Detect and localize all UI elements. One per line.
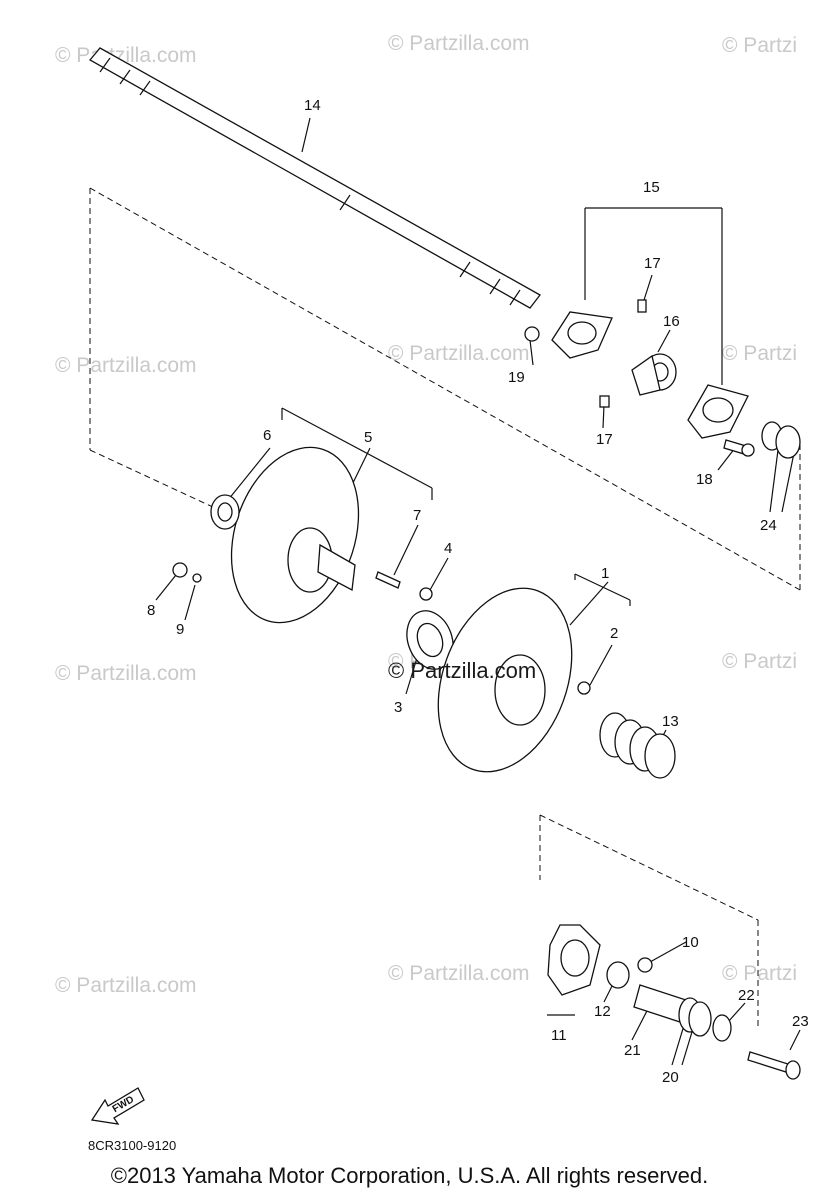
bolt-part-23 xyxy=(747,1051,801,1080)
spring-part-13 xyxy=(599,712,676,779)
watermark: © Partzilla.com xyxy=(55,662,197,685)
callout-7: 7 xyxy=(413,507,421,524)
callout-5: 5 xyxy=(364,429,372,446)
leader-lines xyxy=(155,117,801,1066)
callout-19: 19 xyxy=(508,369,525,386)
movable-sheave-part-1 xyxy=(437,587,573,773)
bushing-part-20 xyxy=(678,997,712,1037)
watermark: © Partzi xyxy=(722,962,797,985)
collar-part-21 xyxy=(633,984,687,1023)
figure-code: 8CR3100-9120 xyxy=(88,1138,176,1153)
callout-23: 23 xyxy=(792,1013,809,1030)
callout-13: 13 xyxy=(662,713,679,730)
callout-18: 18 xyxy=(696,471,713,488)
callout-14: 14 xyxy=(304,97,321,114)
bushing-part-6 xyxy=(210,494,240,530)
cam-part-11 xyxy=(547,924,601,996)
watermark: © Partzilla.com xyxy=(388,32,530,55)
watermark: © Partzi xyxy=(722,650,797,673)
watermark: © Partzilla.com xyxy=(55,44,197,67)
washer-part-9 xyxy=(192,573,202,583)
bearing-housing-part-15 xyxy=(551,311,749,439)
callout-20: 20 xyxy=(662,1069,679,1086)
bearing-part-16 xyxy=(631,353,677,396)
watermark: © Partzilla.com xyxy=(388,962,530,985)
copyright-notice: ©2013 Yamaha Motor Corporation, U.S.A. A… xyxy=(110,1163,709,1188)
watermark: © Partzi xyxy=(722,342,797,365)
callout-17-top: 17 xyxy=(644,255,661,272)
nut-part-10 xyxy=(637,957,653,973)
gasket-part-3 xyxy=(406,610,454,670)
callout-2: 2 xyxy=(610,625,618,642)
callout-17-bottom: 17 xyxy=(596,431,613,448)
callout-3: 3 xyxy=(394,699,402,716)
bushing-part-12 xyxy=(606,961,630,989)
watermark: © Partzilla.com xyxy=(388,342,530,365)
callout-11: 11 xyxy=(551,1027,567,1044)
callout-12: 12 xyxy=(594,1003,611,1020)
callout-10: 10 xyxy=(682,934,699,951)
callout-4: 4 xyxy=(444,540,452,557)
callout-1: 1 xyxy=(601,565,609,582)
callout-15: 15 xyxy=(643,179,660,196)
shaft-part-14 xyxy=(89,47,541,309)
callout-labels: 14 15 17 16 19 17 18 24 6 5 7 4 8 9 1 2 … xyxy=(147,97,809,1086)
watermark: © Partzilla.com xyxy=(55,974,197,997)
nut-part-19 xyxy=(524,326,540,342)
collar-part-24 xyxy=(761,421,801,459)
screw-part-2 xyxy=(577,681,591,695)
bolt-part-18 xyxy=(723,439,755,457)
callout-9: 9 xyxy=(176,621,184,638)
callout-21: 21 xyxy=(624,1042,641,1059)
watermark-layer: © Partzilla.com © Partzilla.com © Partzi… xyxy=(55,32,797,997)
washer-part-22 xyxy=(712,1014,732,1042)
callout-8: 8 xyxy=(147,602,155,619)
callout-24: 24 xyxy=(760,517,777,534)
stud-part-7 xyxy=(375,571,401,589)
screw-part-8 xyxy=(172,562,188,578)
callout-6: 6 xyxy=(263,427,271,444)
callout-22: 22 xyxy=(738,987,755,1004)
callout-16: 16 xyxy=(663,313,680,330)
fixed-sheave-part-5 xyxy=(230,446,360,624)
watermark: © Partzi xyxy=(722,34,797,57)
assembly-outline xyxy=(89,187,801,1030)
fwd-arrow-icon: FWD xyxy=(90,1087,145,1125)
screw-part-4 xyxy=(419,587,433,601)
watermark: © Partzilla.com xyxy=(55,354,197,377)
center-watermark: © Partzilla.com xyxy=(388,658,536,683)
set-screw-part-17 xyxy=(599,299,647,408)
